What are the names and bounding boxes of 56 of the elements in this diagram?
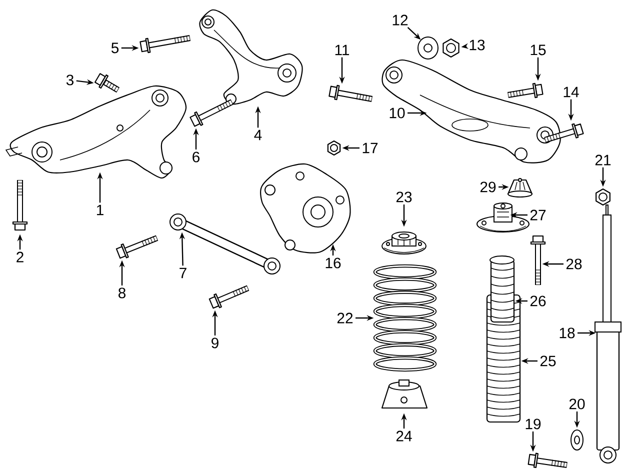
shock-absorber-drawing bbox=[594, 204, 622, 464]
callout-number: 10 bbox=[390, 108, 405, 118]
callout-number: 13 bbox=[470, 40, 485, 50]
coil-spring-drawing bbox=[373, 264, 437, 372]
nut-drawing bbox=[596, 188, 610, 206]
bolt-drawing bbox=[116, 235, 158, 259]
spring-seat-drawing bbox=[381, 380, 428, 409]
bolt-drawing bbox=[190, 99, 234, 127]
callout-number: 29 bbox=[480, 182, 496, 192]
callout-number: 12 bbox=[392, 14, 408, 26]
callout-number: 4 bbox=[254, 130, 262, 140]
bolt-drawing bbox=[12, 180, 28, 231]
callout-number: 21 bbox=[595, 154, 611, 166]
callout-number: 26 bbox=[530, 296, 546, 306]
nut-drawing bbox=[327, 140, 341, 156]
callout-number: 24 bbox=[396, 430, 412, 442]
callout-number: 17 bbox=[362, 142, 378, 154]
callout-number: 3 bbox=[66, 74, 74, 86]
washer-drawing bbox=[570, 430, 584, 450]
callout-number: 22 bbox=[337, 312, 353, 324]
strut-mount-drawing bbox=[476, 202, 530, 232]
callout-number: 25 bbox=[540, 356, 556, 366]
callout-number: 6 bbox=[192, 152, 200, 162]
callout-number: 28 bbox=[566, 258, 582, 270]
callout-number: 27 bbox=[530, 210, 546, 220]
callout-number: 2 bbox=[16, 252, 24, 262]
bolt-drawing bbox=[140, 35, 191, 54]
nut-drawing bbox=[442, 38, 460, 58]
callout-number: 20 bbox=[569, 398, 585, 410]
control-arm-drawing bbox=[382, 59, 561, 164]
callout-number: 15 bbox=[530, 44, 546, 56]
control-arm-drawing bbox=[5, 85, 187, 179]
callout-number: 7 bbox=[180, 268, 186, 278]
bolt-drawing bbox=[530, 235, 546, 285]
cap-drawing bbox=[507, 178, 533, 198]
bolt-drawing bbox=[508, 82, 544, 98]
washer-drawing bbox=[418, 36, 438, 60]
bolt-drawing bbox=[208, 285, 250, 309]
callout-number: 19 bbox=[526, 418, 541, 430]
spring-seat-drawing bbox=[382, 232, 426, 254]
bolt-drawing bbox=[94, 73, 120, 93]
callout-number: 23 bbox=[396, 192, 412, 202]
callout-number: 14 bbox=[564, 86, 579, 98]
callout-number: 11 bbox=[335, 44, 350, 56]
callout-number: 9 bbox=[212, 338, 218, 348]
bolt-drawing bbox=[528, 452, 568, 468]
callout-number: 16 bbox=[326, 258, 341, 268]
bump-stop-drawing bbox=[490, 256, 515, 323]
callout-number: 5 bbox=[111, 42, 119, 54]
bolt-drawing bbox=[328, 84, 373, 102]
bolt-drawing bbox=[544, 123, 584, 143]
control-arm-drawing bbox=[199, 9, 303, 105]
callout-number: 8 bbox=[118, 288, 126, 298]
callout-number: 1 bbox=[97, 204, 104, 216]
knuckle-drawing bbox=[260, 163, 351, 254]
callout-number: 18 bbox=[560, 328, 575, 338]
